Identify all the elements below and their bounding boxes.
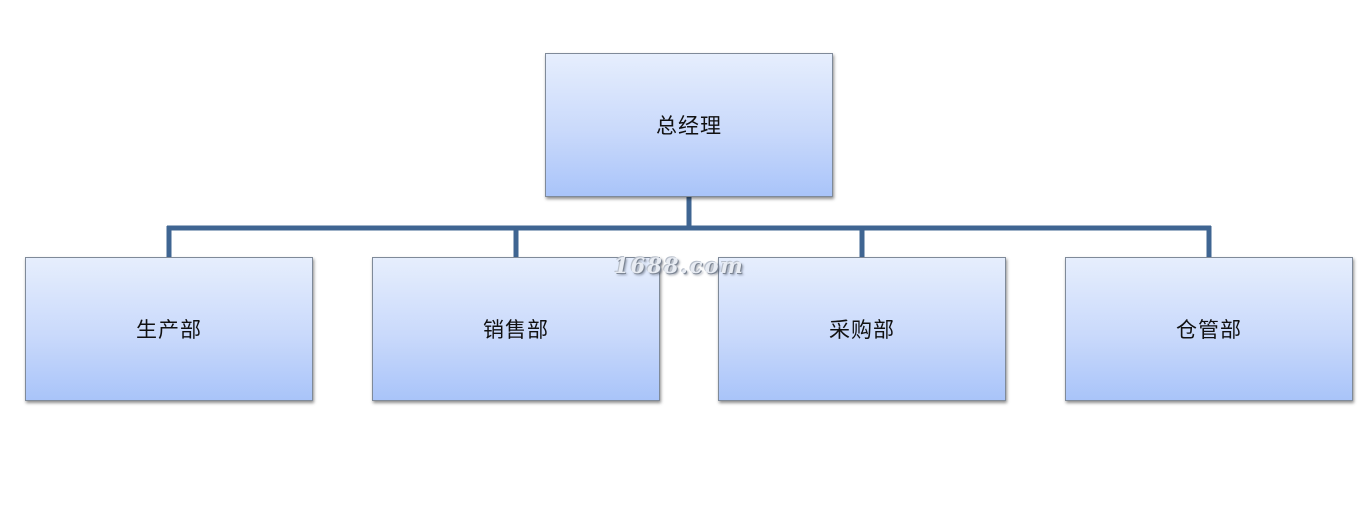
child-node-sales: 销售部 (372, 257, 660, 401)
root-node-label: 总经理 (656, 114, 722, 138)
child-node-production: 生产部 (25, 257, 313, 401)
child-node-warehouse: 仓管部 (1065, 257, 1353, 401)
child-node-purchasing: 采购部 (718, 257, 1006, 401)
child-node-label: 销售部 (483, 318, 549, 342)
child-node-label: 生产部 (136, 318, 202, 342)
child-node-label: 仓管部 (1176, 318, 1242, 342)
watermark-text: 1688.com (614, 253, 745, 278)
root-node-general-manager: 总经理 (545, 53, 833, 197)
child-node-label: 采购部 (829, 318, 895, 342)
